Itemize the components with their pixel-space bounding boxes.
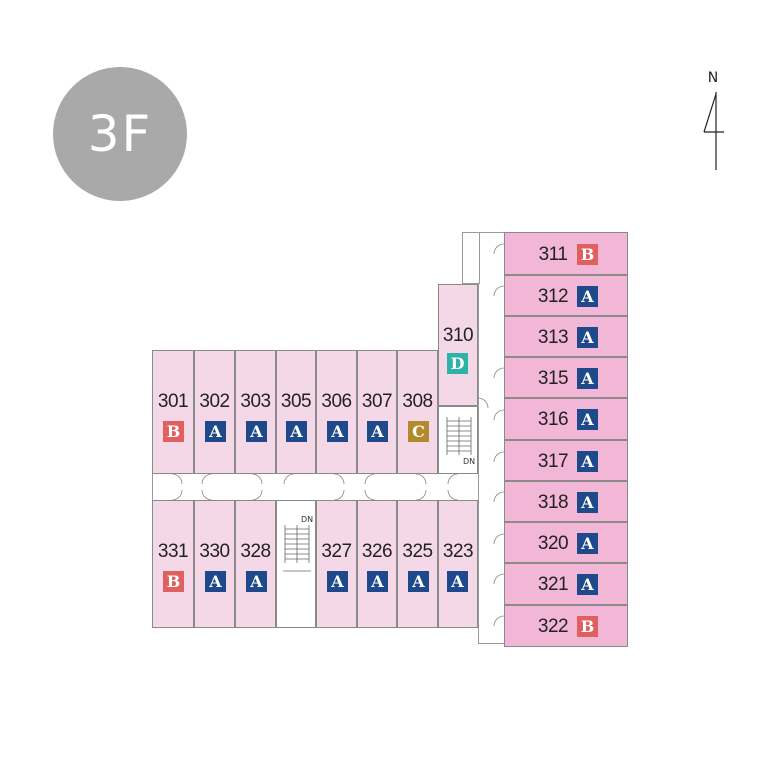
room-number: 320 [537, 533, 569, 554]
north-arrow-icon [703, 92, 724, 170]
room-type-badge: A [246, 571, 267, 592]
room-322[interactable]: 322 B [504, 605, 628, 647]
room-320[interactable]: 320 A [504, 522, 628, 563]
north-arrow: N [700, 70, 740, 180]
room-number: 328 [240, 541, 271, 562]
room-type-badge: A [327, 571, 348, 592]
room-type-badge: A [367, 571, 388, 592]
room-307[interactable]: 307 A [357, 350, 397, 474]
room-312[interactable]: 312 A [504, 275, 628, 316]
floor-badge: 3F [53, 67, 187, 201]
room-number: 325 [402, 541, 433, 562]
room-301[interactable]: 301 B [152, 350, 194, 474]
stair-down-label: DN [301, 515, 314, 524]
room-type-badge: A [408, 571, 429, 592]
stairs-icon [283, 525, 311, 572]
room-number: 311 [538, 244, 568, 265]
room-number: 331 [157, 541, 189, 562]
room-326[interactable]: 326 A [357, 500, 397, 628]
stairs-icon [446, 417, 472, 455]
room-type-badge: A [577, 533, 598, 554]
room-number: 306 [321, 391, 352, 412]
room-type-badge: B [163, 571, 184, 592]
room-type-badge: A [367, 421, 388, 442]
room-325[interactable]: 325 A [397, 500, 438, 628]
room-number: 330 [199, 541, 230, 562]
room-316[interactable]: 316 A [504, 398, 628, 440]
stair-down-label: DN [463, 457, 476, 466]
room-type-badge: A [205, 421, 226, 442]
room-type-badge: A [577, 451, 598, 472]
room-308[interactable]: 308 C [397, 350, 438, 474]
balcony [462, 232, 480, 284]
room-number: 303 [240, 391, 271, 412]
room-type-badge: C [408, 421, 429, 442]
room-number: 317 [537, 451, 569, 472]
room-number: 318 [537, 492, 569, 513]
room-321[interactable]: 321 A [504, 563, 628, 605]
room-330[interactable]: 330 A [194, 500, 235, 628]
room-313[interactable]: 313 A [504, 316, 628, 357]
room-number: 308 [402, 391, 433, 412]
room-type-badge: A [577, 286, 598, 307]
west-corridor [152, 472, 484, 502]
room-number: 312 [537, 286, 569, 307]
room-310[interactable]: 310 D [438, 284, 478, 406]
room-type-badge: A [577, 409, 598, 430]
room-type-badge: B [163, 421, 184, 442]
room-303[interactable]: 303 A [235, 350, 276, 474]
room-number: 326 [361, 541, 393, 562]
room-number: 315 [537, 368, 569, 389]
room-number: 327 [321, 541, 352, 562]
room-number: 323 [442, 541, 474, 562]
room-306[interactable]: 306 A [316, 350, 357, 474]
room-number: 321 [537, 574, 569, 595]
room-305[interactable]: 305 A [276, 350, 316, 474]
room-type-badge: B [577, 244, 598, 265]
room-type-badge: A [577, 327, 598, 348]
room-315[interactable]: 315 A [504, 357, 628, 398]
room-number: 310 [442, 325, 474, 346]
stairwell-north: DN [438, 406, 478, 474]
stairwell-south: DN [276, 500, 316, 628]
room-311[interactable]: 311 B [504, 232, 628, 275]
room-type-badge: A [447, 571, 468, 592]
room-type-badge: A [577, 368, 598, 389]
north-label: N [707, 70, 719, 86]
room-number: 313 [537, 327, 569, 348]
room-type-badge: A [327, 421, 348, 442]
room-317[interactable]: 317 A [504, 440, 628, 481]
room-type-badge: B [577, 616, 598, 637]
room-number: 301 [157, 391, 189, 412]
room-type-badge: A [205, 571, 226, 592]
east-corridor [478, 232, 506, 644]
room-number: 302 [199, 391, 230, 412]
room-type-badge: D [447, 353, 468, 374]
room-number: 322 [537, 616, 569, 637]
room-318[interactable]: 318 A [504, 481, 628, 522]
room-number: 316 [537, 409, 569, 430]
room-327[interactable]: 327 A [316, 500, 357, 628]
room-number: 307 [361, 391, 393, 412]
room-331[interactable]: 331 B [152, 500, 194, 628]
room-type-badge: A [577, 492, 598, 513]
room-328[interactable]: 328 A [235, 500, 276, 628]
room-323[interactable]: 323 A [438, 500, 478, 628]
room-type-badge: A [286, 421, 307, 442]
floor-label: 3F [87, 105, 153, 163]
room-number: 305 [280, 391, 312, 412]
room-type-badge: A [246, 421, 267, 442]
room-type-badge: A [577, 574, 598, 595]
room-302[interactable]: 302 A [194, 350, 235, 474]
